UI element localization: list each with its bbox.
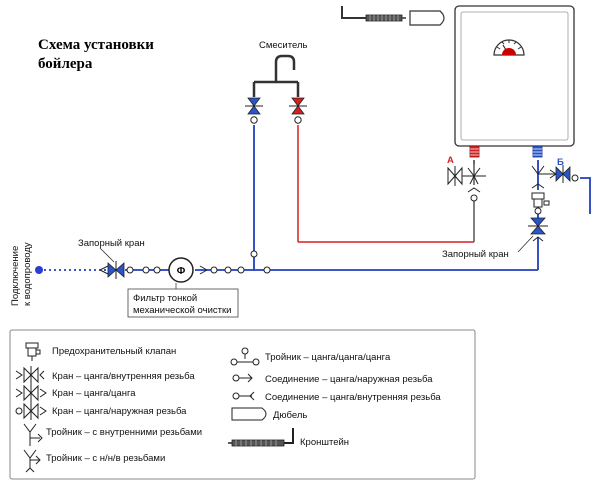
shutoff-valve-right-icon [528, 207, 548, 242]
legend-right-item-1: Соединение – цанга/наружная резьба [265, 374, 433, 385]
filter-label-line2: механической очистки [133, 305, 231, 316]
drain-pipe [580, 177, 591, 214]
water-supply-label-line2: к водопроводу [22, 242, 33, 306]
hot-outlet-valve-icon [447, 160, 486, 202]
hot-water-pipe [297, 125, 475, 243]
filter-label-line1: Фильтр тонкой [133, 293, 197, 304]
safety-valve-icon [531, 183, 550, 208]
filter-label-box [127, 288, 239, 318]
boiler [454, 5, 575, 158]
shutoff-valve-left-icon [99, 261, 134, 279]
legend-right-item-0: Тройник – цанга/цанга/цанга [265, 352, 391, 363]
legend-safety-valve-icon [25, 342, 41, 361]
thermometer-gauge-icon [493, 39, 525, 56]
legend-connection-internal-icon [232, 391, 255, 401]
bracket-icon [341, 6, 406, 22]
legend-left-item-3: Кран – цанга/наружная резьба [52, 406, 187, 417]
shutoff-valve-right-label: Запорный кран [442, 249, 509, 260]
dowel-icon [409, 10, 445, 26]
mixer-label: Смеситель [259, 40, 307, 51]
legend-tee-collet-icon [230, 347, 260, 366]
water-supply-label-line1: Подключение [10, 246, 21, 306]
filter-symbol: Ф [177, 266, 186, 277]
legend-right-item-2: Соединение – цанга/внутренняя резьба [265, 392, 441, 403]
mixer-cold-valve-icon [245, 97, 263, 124]
hot-outlet-label: А [447, 155, 454, 166]
legend-right-item-4: Кронштейн [300, 437, 349, 448]
legend-right-item-3: Дюбель [273, 410, 307, 421]
water-supply-point [35, 266, 43, 274]
shutoff-valve-left-label: Запорный кран [78, 238, 145, 249]
cold-inlet-valve-icon [531, 165, 579, 183]
legend-left-item-5: Тройник – с н/н/в резьбами [46, 453, 165, 464]
filter-icon: Ф [168, 257, 194, 283]
legend-valve-collet-external-icon [15, 402, 47, 420]
legend-left-item-4: Тройник – с внутренними резьбами [46, 427, 202, 438]
legend-left-item-1: Кран – цанга/внутренняя резьба [52, 371, 195, 382]
diagram-title-line2: бойлера [38, 56, 93, 72]
legend-tee-internal-icon [23, 423, 43, 446]
legend-box [9, 329, 476, 480]
diagram-title-line1: Схема установки [38, 37, 154, 53]
legend-dowel-icon [231, 407, 267, 421]
mixer-hot-valve-icon [289, 97, 307, 124]
legend-bracket-icon [228, 428, 294, 447]
legend-tee-nnv-icon [23, 449, 41, 473]
mixer-faucet [252, 54, 300, 97]
cold-inlet-connector [532, 145, 543, 158]
cold-inlet-label: Б [557, 157, 564, 168]
hot-outlet-connector [469, 145, 480, 158]
legend-left-item-2: Кран – цанга/цанга [52, 388, 136, 399]
legend-connection-external-icon [232, 373, 253, 383]
legend-valve-collet-collet-icon [15, 384, 47, 402]
legend-left-item-0: Предохранительный клапан [52, 346, 176, 357]
legend-valve-collet-internal-icon [15, 366, 45, 384]
